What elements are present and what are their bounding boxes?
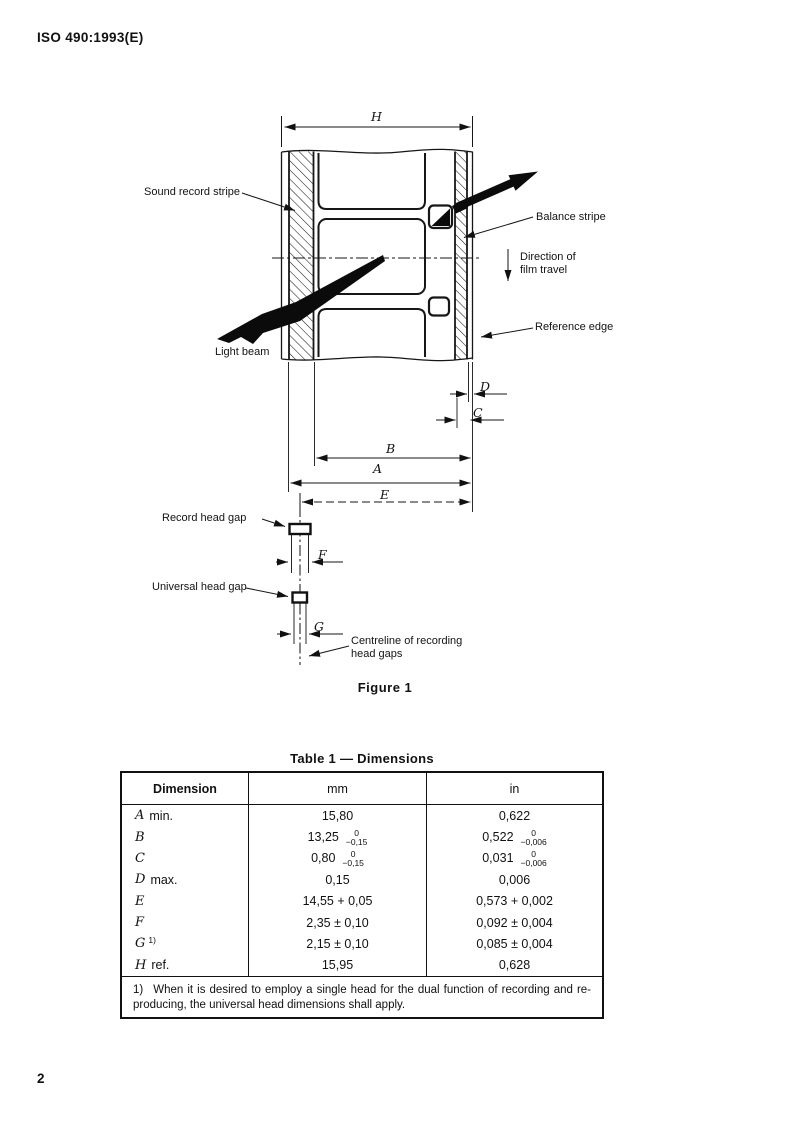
label-centreline-of-recording-head-gaps: Centreline of recording head gaps bbox=[351, 635, 463, 660]
record-head-gap-symbol bbox=[288, 522, 312, 536]
dim-letter-D: D bbox=[480, 379, 491, 394]
label-direction-of-film-travel: Direction of film travel bbox=[520, 251, 576, 276]
document-reference: ISO 490:1993(E) bbox=[37, 30, 144, 45]
dimension-cell: B bbox=[122, 826, 249, 848]
leader-lines bbox=[241, 192, 534, 657]
column-header-dimension: Dimension bbox=[122, 773, 249, 804]
film-strip-graphic bbox=[272, 148, 482, 362]
footnote-text: When it is desired to employ a single he… bbox=[133, 984, 591, 1012]
balance-stripe-area bbox=[455, 151, 467, 360]
mm-value-cell: 0,15 bbox=[249, 869, 427, 891]
table-footnote: 1)When it is desired to employ a single … bbox=[122, 977, 602, 1017]
label-universal-head-gap: Universal head gap bbox=[152, 581, 247, 593]
mm-value-cell: 15,95 bbox=[249, 954, 427, 976]
footnote-marker: 1) bbox=[133, 984, 144, 996]
dimension-cell: E bbox=[122, 890, 249, 912]
label-balance-stripe: Balance stripe bbox=[536, 211, 606, 223]
dim-letter-A: A bbox=[373, 461, 383, 476]
head-gaps-graphic bbox=[288, 506, 312, 665]
figure-caption: Figure 1 bbox=[357, 680, 413, 695]
dim-letter-H: H bbox=[371, 109, 382, 124]
light-beam-graphic bbox=[217, 171, 538, 344]
dimension-cell: F bbox=[122, 911, 249, 934]
label-light-beam: Light beam bbox=[215, 346, 270, 358]
in-value-cell: 0,006 bbox=[498, 872, 531, 887]
in-value-cell: 0,085 ± 0,004 bbox=[476, 936, 553, 951]
dim-letter-B: B bbox=[386, 441, 396, 456]
dimension-cell: C bbox=[122, 847, 249, 870]
label-reference-edge: Reference edge bbox=[535, 321, 614, 333]
in-value-cell: 0,622 bbox=[498, 808, 531, 823]
perforation-hole bbox=[427, 296, 451, 317]
in-value-cell: 0,573 + 0,002 bbox=[476, 894, 553, 909]
mm-value-cell: 2,15 ± 0,10 bbox=[249, 933, 427, 955]
in-value-cell: 0,628 bbox=[498, 958, 531, 973]
mm-value-cell: 2,35 ± 0,10 bbox=[249, 911, 427, 934]
column-header-mm: mm bbox=[249, 773, 427, 804]
page-number: 2 bbox=[37, 1071, 45, 1086]
label-record-head-gap: Record head gap bbox=[162, 512, 247, 524]
table-header-row: Dimension mm in bbox=[122, 773, 602, 805]
label-sound-record-stripe: Sound record stripe bbox=[144, 186, 240, 198]
dim-letter-C: C bbox=[473, 405, 483, 420]
dim-letter-F: F bbox=[318, 547, 327, 562]
in-value-cell: 0,092 ± 0,004 bbox=[476, 915, 553, 930]
table-title: Table 1 — Dimensions bbox=[290, 751, 434, 766]
dim-letter-E: E bbox=[380, 487, 390, 502]
dimension-lines bbox=[276, 116, 507, 638]
dim-letter-G: G bbox=[314, 619, 324, 634]
sound-record-stripe-area bbox=[289, 151, 314, 360]
mm-value-cell: 14,55 + 0,05 bbox=[249, 890, 427, 912]
universal-head-gap-symbol bbox=[291, 591, 309, 604]
perforation-hole bbox=[427, 204, 454, 230]
column-header-in: in bbox=[509, 781, 520, 796]
mm-value-cell: 15,80 bbox=[249, 805, 427, 827]
